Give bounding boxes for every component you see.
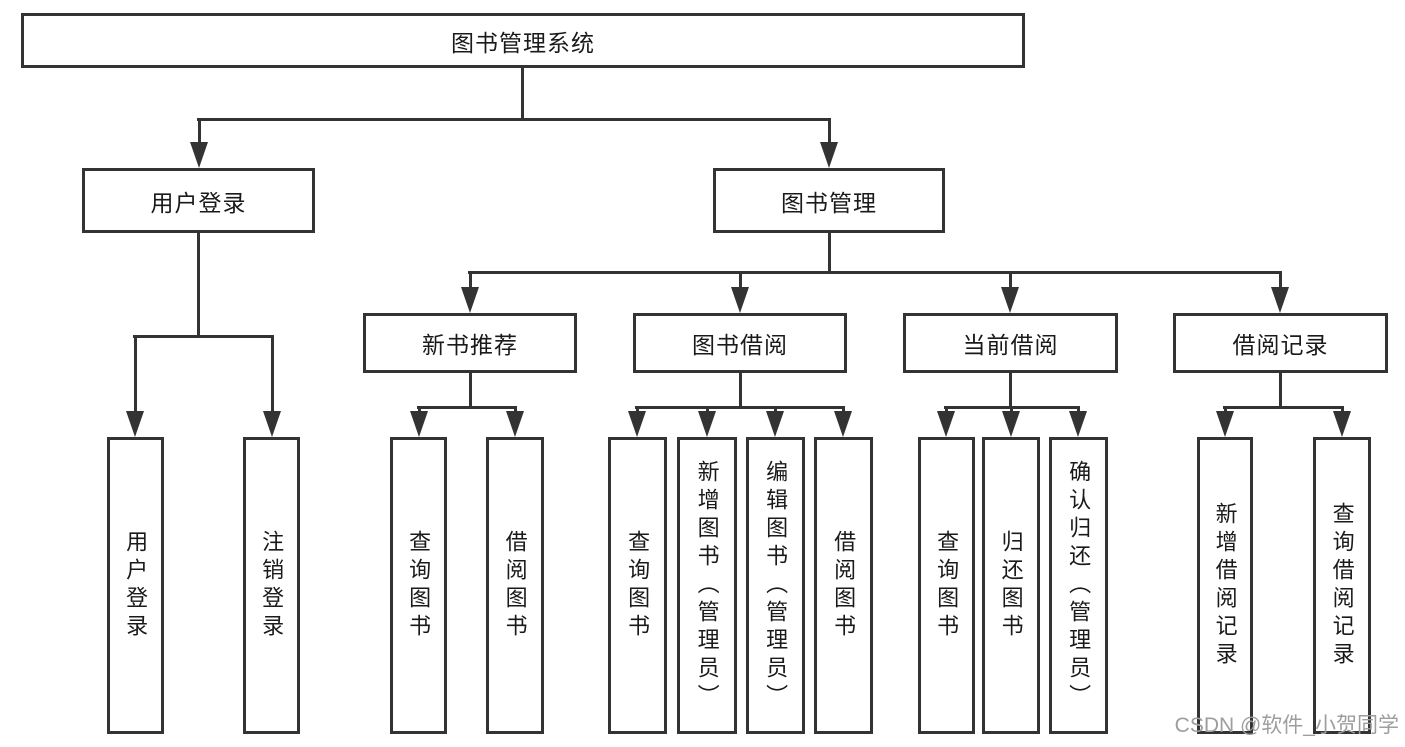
- node-bor-add-books-admin-label: 新增图书（管理员）: [694, 459, 720, 712]
- connector-root-stem: [521, 68, 524, 121]
- arrow-down-icon: [731, 271, 749, 313]
- node-bor-query-books: 查询图书: [608, 437, 667, 734]
- connector-records-hline: [1223, 406, 1344, 409]
- arrow-down-icon: [1271, 271, 1289, 313]
- node-bor-add-books-admin: 新增图书（管理员）: [677, 437, 737, 734]
- node-book-management: 图书管理: [713, 168, 945, 233]
- csdn-watermark: CSDN @软件_小贺同学: [1174, 714, 1399, 737]
- arrow-down-icon: [937, 406, 955, 437]
- node-user-login-group: 用户登录: [82, 168, 315, 233]
- node-cur-confirm-return-admin: 确认归还（管理员）: [1049, 437, 1108, 734]
- arrow-down-icon: [766, 406, 784, 437]
- connector-rec-hline: [417, 406, 517, 409]
- node-user-login-group-label: 用户登录: [150, 189, 247, 216]
- node-new-book-recommend: 新书推荐: [363, 313, 577, 373]
- arrow-down-icon: [628, 406, 646, 437]
- arrow-down-icon: [126, 335, 144, 437]
- node-root: 图书管理系统: [21, 13, 1025, 68]
- arrow-down-icon: [461, 271, 479, 313]
- node-records-query-label: 查询借阅记录: [1329, 501, 1355, 670]
- arrow-down-icon: [698, 406, 716, 437]
- node-logout-label: 注销登录: [259, 529, 285, 642]
- arrow-down-icon: [1069, 406, 1087, 437]
- connector-borrow-hline: [635, 406, 845, 409]
- arrow-down-icon: [410, 406, 428, 437]
- node-bor-borrow-books-label: 借阅图书: [831, 529, 857, 642]
- arrow-down-icon: [1002, 406, 1020, 437]
- node-current-borrowing-label: 当前借阅: [962, 332, 1059, 358]
- connector-login-stem: [197, 233, 200, 338]
- connector-current-stem: [1009, 373, 1012, 409]
- node-cur-query-books: 查询图书: [918, 437, 975, 734]
- node-bor-edit-books-admin-label: 编辑图书（管理员）: [763, 459, 789, 712]
- node-new-book-recommend-label: 新书推荐: [422, 332, 518, 358]
- node-logout: 注销登录: [243, 437, 300, 734]
- node-user-login-label: 用户登录: [123, 529, 149, 642]
- node-cur-query-books-label: 查询图书: [934, 529, 960, 642]
- node-cur-return-books: 归还图书: [982, 437, 1040, 734]
- connector-mgmt-stem: [828, 233, 831, 274]
- node-user-login: 用户登录: [107, 437, 164, 734]
- connector-login-hline: [133, 335, 274, 338]
- node-book-borrowing: 图书借阅: [633, 313, 847, 373]
- connector-mgmt-hline: [468, 271, 1282, 274]
- node-records-query: 查询借阅记录: [1313, 437, 1371, 734]
- node-current-borrowing: 当前借阅: [903, 313, 1118, 373]
- connector-rec-stem: [469, 373, 472, 409]
- arrow-down-icon: [834, 406, 852, 437]
- node-records-add-label: 新增借阅记录: [1212, 501, 1238, 670]
- arrow-down-icon: [263, 335, 281, 437]
- node-borrowing-records: 借阅记录: [1173, 313, 1388, 373]
- arrow-down-icon: [190, 118, 208, 168]
- connector-borrow-stem: [739, 373, 742, 409]
- node-bor-query-books-label: 查询图书: [625, 529, 651, 642]
- node-book-management-label: 图书管理: [781, 189, 877, 216]
- node-cur-confirm-return-admin-label: 确认归还（管理员）: [1066, 459, 1092, 712]
- arrow-down-icon: [1333, 406, 1351, 437]
- node-bor-borrow-books: 借阅图书: [814, 437, 873, 734]
- arrow-down-icon: [1001, 271, 1019, 313]
- node-cur-return-books-label: 归还图书: [998, 529, 1024, 642]
- node-rec-query-books: 查询图书: [390, 437, 447, 734]
- connector-root-hline: [197, 118, 831, 121]
- connector-records-stem: [1279, 373, 1282, 409]
- arrow-down-icon: [506, 406, 524, 437]
- arrow-down-icon: [1216, 406, 1234, 437]
- node-book-borrowing-label: 图书借阅: [692, 332, 788, 358]
- node-rec-borrow-books-label: 借阅图书: [502, 529, 528, 642]
- node-records-add: 新增借阅记录: [1197, 437, 1253, 734]
- arrow-down-icon: [820, 118, 838, 168]
- node-borrowing-records-label: 借阅记录: [1232, 332, 1329, 358]
- node-rec-borrow-books: 借阅图书: [486, 437, 544, 734]
- node-rec-query-books-label: 查询图书: [406, 529, 432, 642]
- node-bor-edit-books-admin: 编辑图书（管理员）: [746, 437, 805, 734]
- node-root-label: 图书管理系统: [451, 29, 595, 56]
